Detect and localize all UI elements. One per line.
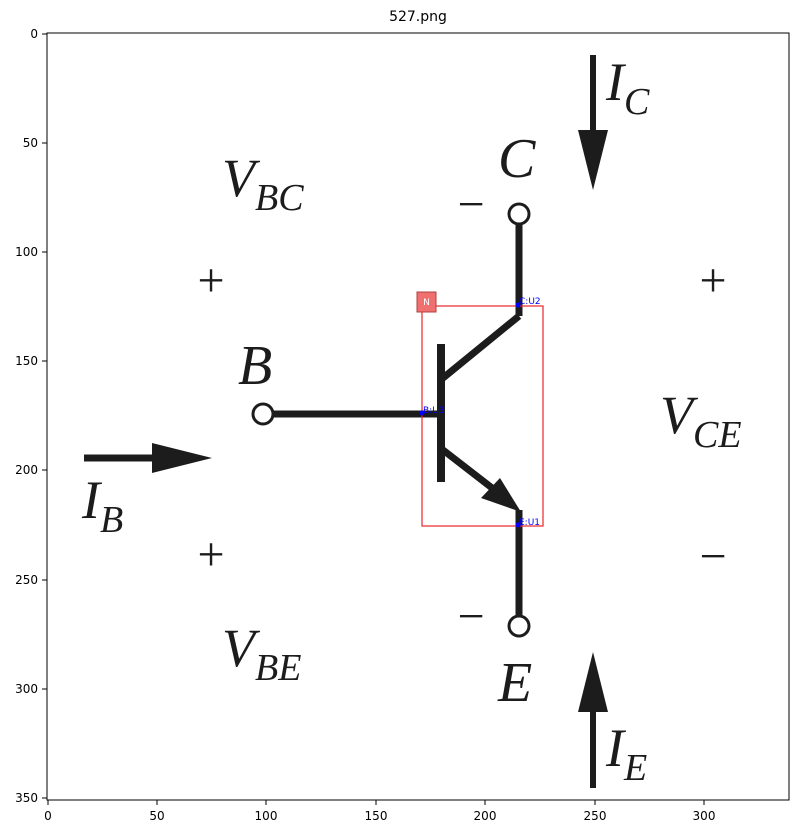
x-tick-label: 150 xyxy=(365,809,388,823)
pin-emitter-dot xyxy=(515,522,521,528)
y-tick-label: 150 xyxy=(15,354,38,368)
plus-sign-vbc: + xyxy=(197,254,224,307)
ie-arrow-head xyxy=(578,652,608,712)
ib-label: IB xyxy=(81,470,123,541)
x-axis: 0 50 100 150 200 250 300 xyxy=(44,800,715,823)
figure-title: 527.png xyxy=(389,9,447,25)
vce-label: VCE xyxy=(660,385,742,456)
detection-badge-label: N xyxy=(423,298,430,308)
y-axis: 0 50 100 150 200 250 300 350 xyxy=(15,27,47,805)
minus-sign-vbc: − xyxy=(457,178,484,231)
pin-collector-label: C:U2 xyxy=(519,297,541,307)
x-tick-label: 250 xyxy=(584,809,607,823)
x-tick-label: 0 xyxy=(44,809,52,823)
collector-label: C xyxy=(498,128,536,190)
transistor-diagram xyxy=(84,55,608,788)
x-tick-label: 200 xyxy=(474,809,497,823)
y-tick-label: 50 xyxy=(23,136,38,150)
y-tick-label: 300 xyxy=(15,682,38,696)
base-terminal xyxy=(251,402,275,426)
collector-diagonal xyxy=(440,313,522,381)
emitter-label: E xyxy=(497,652,532,714)
y-tick-label: 0 xyxy=(30,27,38,41)
vbc-label: VBC xyxy=(222,148,304,219)
y-tick-label: 250 xyxy=(15,573,38,587)
minus-sign-vbe: − xyxy=(457,590,484,643)
ie-label: IE xyxy=(605,718,647,789)
y-tick-label: 200 xyxy=(15,463,38,477)
y-tick-label: 100 xyxy=(15,245,38,259)
x-tick-label: 300 xyxy=(693,809,716,823)
plus-sign-vce: + xyxy=(699,254,726,307)
collector-terminal xyxy=(507,202,531,226)
vbe-label: VBE xyxy=(222,618,301,689)
ib-arrow-head xyxy=(152,443,212,473)
pin-emitter-label: E:U1 xyxy=(519,518,540,528)
base-label: B xyxy=(238,335,272,397)
y-tick-label: 350 xyxy=(15,791,38,805)
plus-sign-vbe: + xyxy=(197,528,224,581)
emitter-arrow-head xyxy=(481,478,521,512)
pin-base-label: B:U3 xyxy=(423,406,445,416)
ic-label: IC xyxy=(605,52,650,123)
detection-badge xyxy=(416,291,437,313)
minus-sign-vce: − xyxy=(699,530,726,583)
x-tick-label: 100 xyxy=(255,809,278,823)
emitter-terminal xyxy=(507,614,531,638)
pin-collector-dot xyxy=(515,302,521,308)
ic-arrow-head xyxy=(578,130,608,190)
x-tick-label: 50 xyxy=(149,809,164,823)
pin-base-dot xyxy=(419,410,425,416)
detection-box xyxy=(421,305,544,527)
